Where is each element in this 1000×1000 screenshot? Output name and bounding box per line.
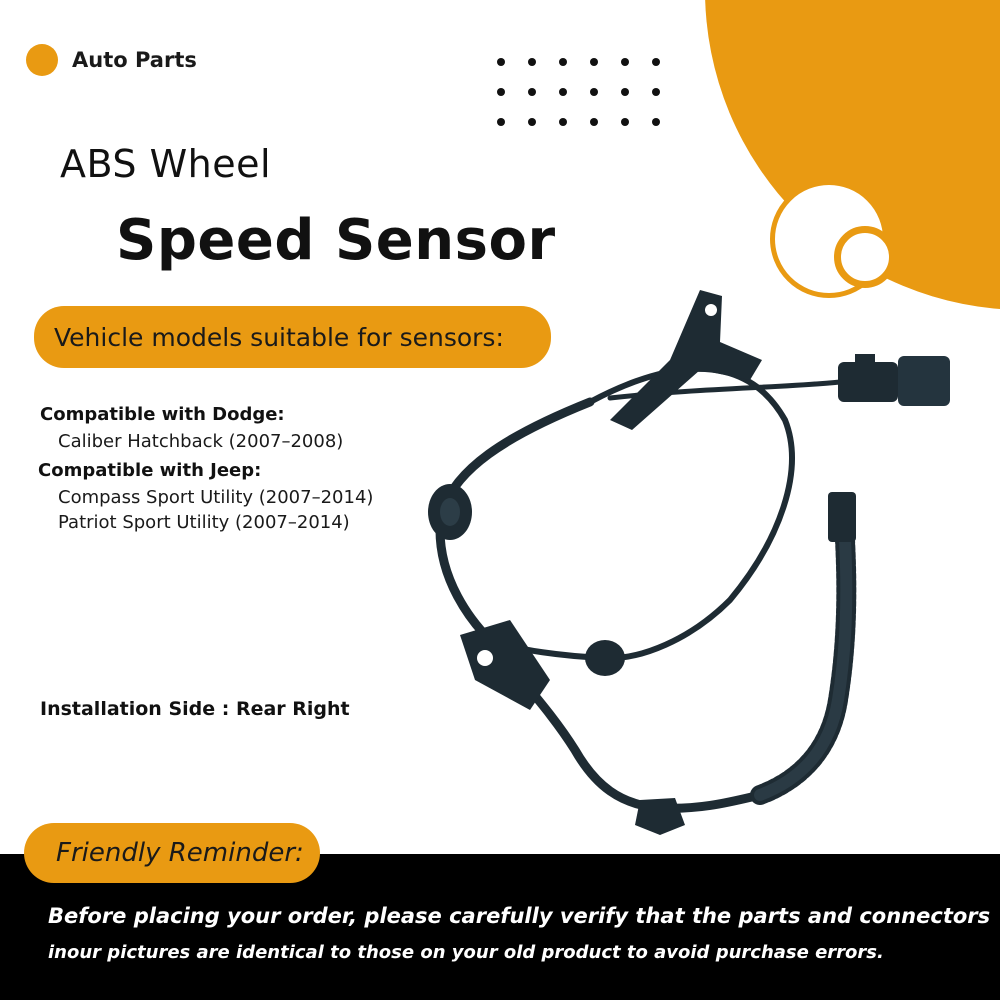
decorative-dot: [559, 118, 567, 126]
decorative-ring-small: [834, 226, 896, 288]
decorative-dot: [528, 58, 536, 66]
title-line-2: Speed Sensor: [116, 208, 556, 273]
decorative-dot: [652, 88, 660, 96]
models-banner-text: Vehicle models suitable for sensors:: [54, 322, 504, 352]
decorative-dot: [621, 88, 629, 96]
decorative-dot: [559, 58, 567, 66]
decorative-dot: [497, 118, 505, 126]
decorative-dot: [528, 88, 536, 96]
decorative-dot: [621, 118, 629, 126]
brand-dot-icon: [26, 44, 58, 76]
decorative-dot: [621, 58, 629, 66]
decorative-dot: [590, 58, 598, 66]
compat-make: Compatible with Dodge:: [40, 404, 285, 425]
models-banner: Vehicle models suitable for sensors:: [34, 306, 551, 368]
decorative-dot: [497, 58, 505, 66]
decorative-dot: [559, 88, 567, 96]
compat-make: Compatible with Jeep:: [38, 460, 262, 481]
abs-sensor-icon: [428, 290, 950, 835]
decorative-dot-grid: [497, 58, 667, 130]
reminder-label: Friendly Reminder:: [56, 838, 304, 868]
decorative-dot: [590, 88, 598, 96]
installation-side: Installation Side : Rear Right: [40, 698, 350, 720]
brand-name: Auto Parts: [72, 48, 197, 72]
compatibility-list: Compatible with Dodge: Caliber Hatchback…: [38, 404, 460, 537]
decorative-dot: [497, 88, 505, 96]
reminder-text-line-2: inour pictures are identical to those on…: [48, 942, 884, 963]
decorative-dot: [590, 118, 598, 126]
decorative-dot: [652, 118, 660, 126]
brand: Auto Parts: [26, 44, 197, 76]
reminder-banner: Friendly Reminder:: [24, 823, 320, 883]
reminder-text-line-1: Before placing your order, please carefu…: [48, 904, 991, 928]
compat-model: Patriot Sport Utility (2007–2014): [58, 512, 350, 533]
decorative-dot: [652, 58, 660, 66]
compat-model: Caliber Hatchback (2007–2008): [58, 431, 344, 452]
title-line-1: ABS Wheel: [60, 142, 272, 186]
compat-model: Compass Sport Utility (2007–2014): [58, 487, 374, 508]
decorative-dot: [528, 118, 536, 126]
